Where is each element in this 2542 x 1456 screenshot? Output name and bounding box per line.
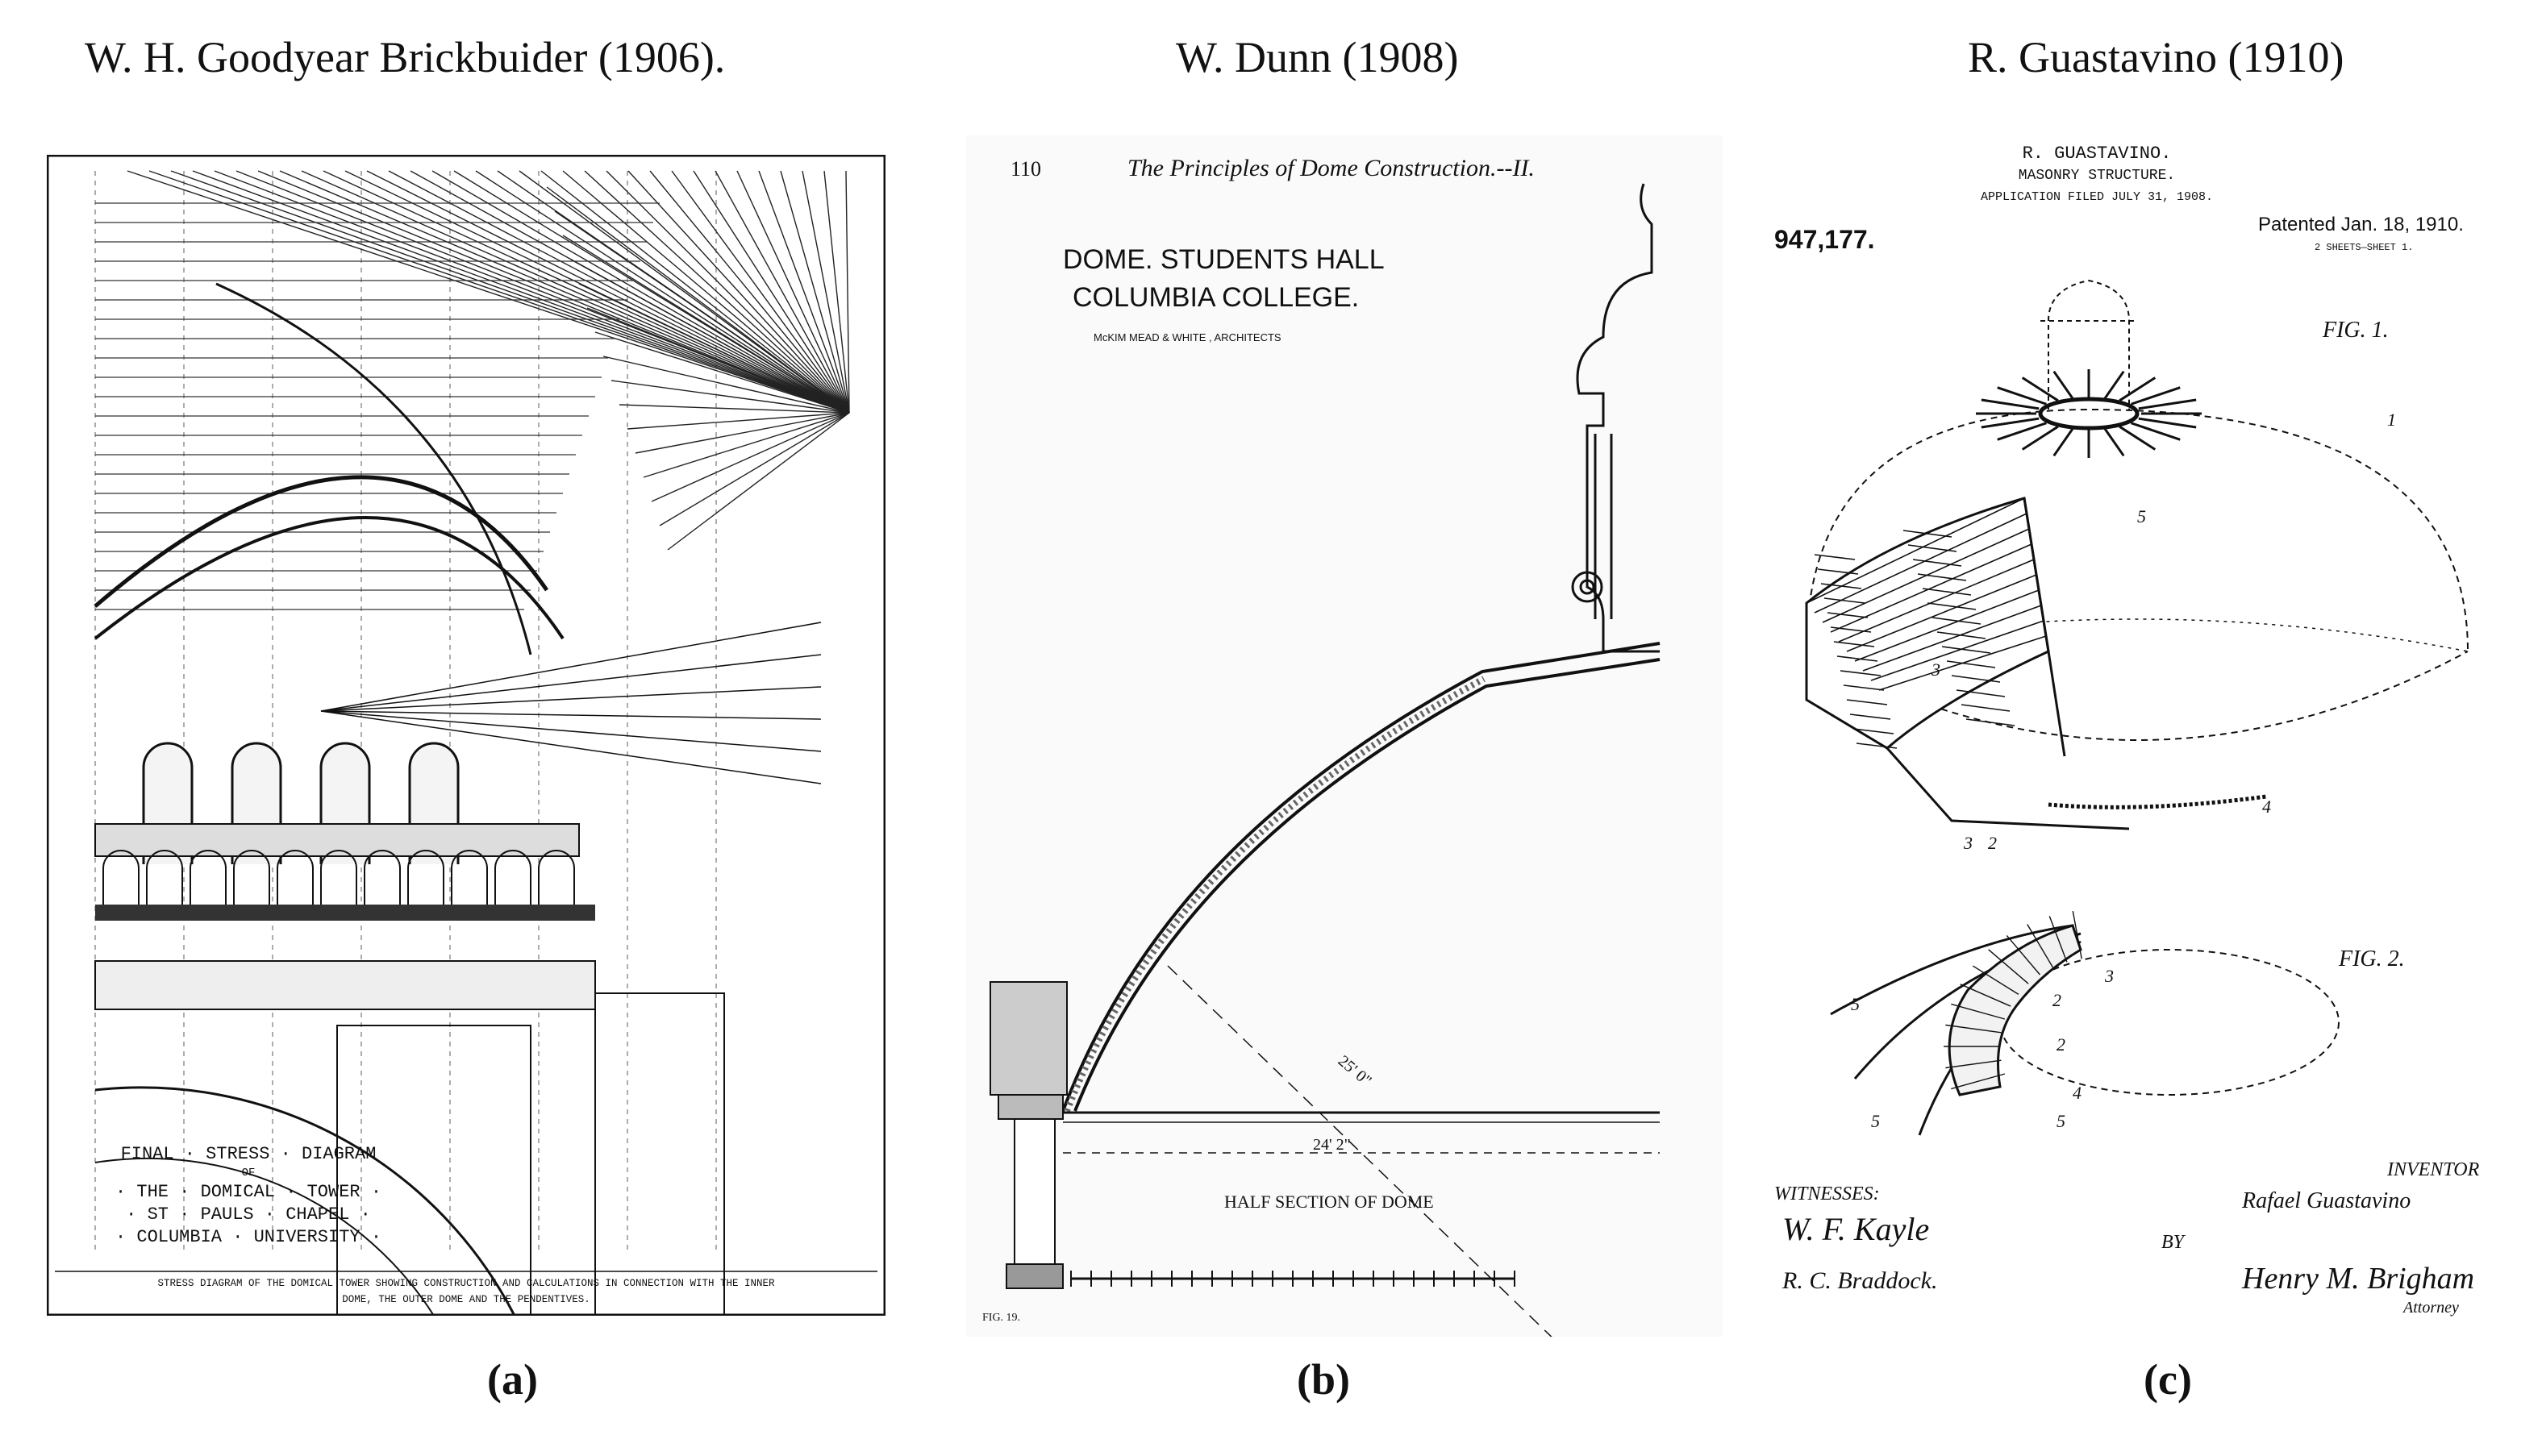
title-c: R. Guastavino (1910) bbox=[1968, 33, 2344, 81]
by-label: BY bbox=[2161, 1232, 2186, 1253]
callout-2c: 2 bbox=[2057, 1034, 2065, 1055]
label-c: (c) bbox=[2144, 1355, 2192, 1404]
inset-line-5: · COLUMBIA · UNIVERSITY · bbox=[115, 1227, 381, 1247]
span-dimension: 24' 2" bbox=[1313, 1136, 1351, 1154]
inventor-label: INVENTOR bbox=[2386, 1159, 2480, 1180]
patent-sheets: 2 SHEETS—SHEET 1. bbox=[2315, 242, 2413, 253]
witness-signature-1: W. F. Kayle bbox=[1782, 1211, 1929, 1247]
title-a: W. H. Goodyear Brickbuider (1906). bbox=[85, 33, 726, 81]
callout-3c: 3 bbox=[2104, 966, 2114, 986]
inset-line-4: · ST · PAULS · CHAPEL · bbox=[126, 1204, 371, 1225]
callout-5d: 5 bbox=[2057, 1111, 2065, 1131]
patent-application-date: APPLICATION FILED JULY 31, 1908. bbox=[1981, 190, 2213, 204]
patent-date: Patented Jan. 18, 1910. bbox=[2258, 214, 2464, 235]
inset-line-2: OF bbox=[242, 1167, 256, 1179]
radius-dimension: 25' 0" bbox=[1335, 1052, 1375, 1090]
fig2-label: FIG. 2. bbox=[2338, 946, 2405, 971]
title-b: W. Dunn (1908) bbox=[1176, 33, 1459, 81]
panel-c-patent-drawing: R. GUASTAVINO. MASONRY STRUCTURE. APPLIC… bbox=[1758, 135, 2516, 1337]
callout-4a: 4 bbox=[2262, 797, 2271, 817]
stress-diagram-inset-title: FINAL · STRESS · DIAGRAM OF · THE · DOMI… bbox=[115, 1144, 381, 1247]
panel-b-dome-section: 110 The Principles of Dome Construction.… bbox=[966, 135, 1723, 1337]
callout-5a: 5 bbox=[2137, 506, 2146, 526]
page-number: 110 bbox=[1011, 157, 1041, 181]
drawing-title-line2: COLUMBIA COLLEGE. bbox=[1073, 282, 1359, 313]
callout-5c: 5 bbox=[1871, 1111, 1880, 1131]
callout-2b: 2 bbox=[2052, 990, 2061, 1010]
inset-line-3: · THE · DOMICAL · TOWER · bbox=[115, 1182, 381, 1202]
callout-1: 1 bbox=[2387, 410, 2396, 430]
architects-credit: McKIM MEAD & WHITE , ARCHITECTS bbox=[1094, 331, 1281, 343]
panel-a-stress-diagram: FINAL · STRESS · DIAGRAM OF · THE · DOMI… bbox=[47, 155, 886, 1316]
callout-4b: 4 bbox=[2073, 1083, 2082, 1103]
label-a: (a) bbox=[487, 1355, 538, 1404]
figure-number: FIG. 19. bbox=[982, 1312, 1020, 1324]
callout-2a: 2 bbox=[1988, 833, 1997, 853]
stress-diagram-drawing: FINAL · STRESS · DIAGRAM OF · THE · DOMI… bbox=[47, 155, 886, 1316]
label-b: (b) bbox=[1297, 1355, 1350, 1404]
stress-diagram-caption-line1: STRESS DIAGRAM OF THE DOMICAL TOWER SHOW… bbox=[157, 1278, 775, 1289]
running-head: The Principles of Dome Construction.--II… bbox=[1127, 155, 1535, 181]
patent-inventor-name: R. GUASTAVINO. bbox=[2023, 144, 2172, 164]
inset-line-1: FINAL · STRESS · DIAGRAM bbox=[121, 1144, 377, 1164]
attorney-label: Attorney bbox=[2402, 1299, 2459, 1317]
patent-subject: MASONRY STRUCTURE. bbox=[2019, 168, 2175, 184]
callout-3b: 3 bbox=[1963, 833, 1973, 853]
patent-number: 947,177. bbox=[1774, 225, 1875, 254]
callout-3a: 3 bbox=[1931, 659, 1940, 680]
witnesses-label: WITNESSES: bbox=[1774, 1184, 1880, 1204]
attorney-signature: Henry M. Brigham bbox=[2241, 1262, 2474, 1296]
inventor-signature: Rafael Guastavino bbox=[2241, 1188, 2411, 1213]
witness-signature-2: R. C. Braddock. bbox=[1781, 1267, 1937, 1294]
half-section-label: HALF SECTION OF DOME bbox=[1224, 1192, 1434, 1212]
fig1-label: FIG. 1. bbox=[2322, 318, 2389, 343]
callout-5b: 5 bbox=[1851, 994, 1860, 1014]
stress-diagram-caption-line2: DOME, THE OUTER DOME AND THE PENDENTIVES… bbox=[342, 1294, 590, 1305]
drawing-title-line1: DOME. STUDENTS HALL bbox=[1063, 244, 1385, 275]
dome-section-drawing: 110 The Principles of Dome Construction.… bbox=[982, 155, 1661, 1337]
patent-drawing: R. GUASTAVINO. MASONRY STRUCTURE. APPLIC… bbox=[1774, 144, 2480, 1317]
